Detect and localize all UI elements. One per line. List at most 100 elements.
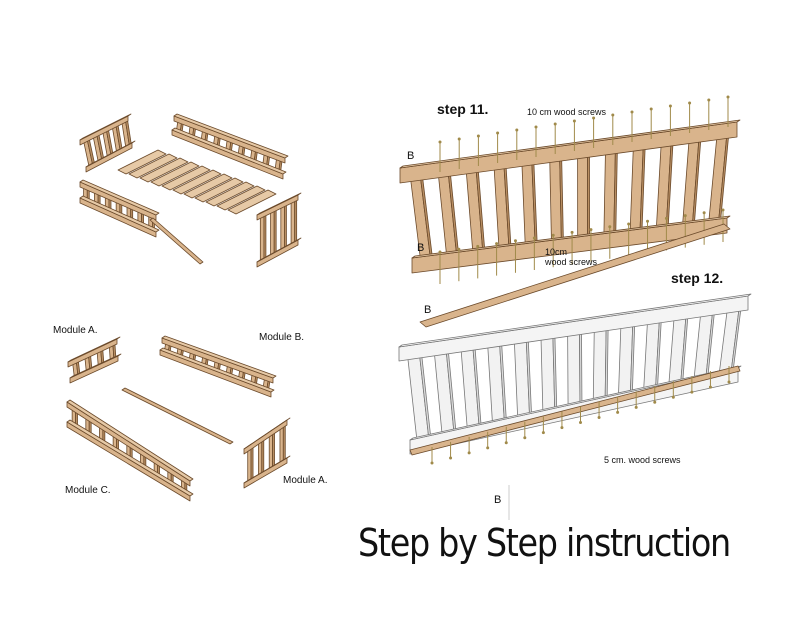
module-a-right-panel-top-rail-top bbox=[243, 417, 291, 450]
bed-base-slat bbox=[205, 181, 255, 207]
module-a-left-panel-top-rail-top bbox=[67, 336, 121, 363]
screw-head bbox=[608, 225, 612, 229]
module-a-right-panel-bottom-rail-top bbox=[243, 455, 291, 484]
bed-base-slat bbox=[139, 157, 189, 183]
top-left-front-right-panel-slat bbox=[290, 196, 296, 245]
screw-head bbox=[496, 131, 500, 135]
screw-head bbox=[541, 431, 545, 435]
top-left-front-right-panel-bottom-rail-top bbox=[256, 237, 302, 263]
screw-head bbox=[630, 110, 634, 114]
screw-head bbox=[653, 400, 657, 404]
screw-head bbox=[504, 441, 508, 445]
screw-head bbox=[553, 122, 557, 126]
top-left-front-right-panel-slat-side bbox=[263, 210, 267, 259]
screw-head bbox=[551, 233, 555, 237]
bed-base-slat bbox=[128, 153, 178, 179]
step12-railing-top-rail-top bbox=[398, 293, 752, 348]
screw-head bbox=[476, 134, 480, 138]
module-b-panel-top-rail-top bbox=[161, 335, 277, 379]
page-title: Step by Step instruction bbox=[358, 521, 731, 565]
bed-base-slat bbox=[194, 177, 244, 203]
step12-railing-bottom-rail-top bbox=[409, 365, 742, 441]
screw-head bbox=[634, 405, 638, 409]
step12-wood-board bbox=[409, 365, 741, 456]
screw-head bbox=[476, 244, 480, 248]
screw-head bbox=[513, 239, 517, 243]
screw-head bbox=[616, 410, 620, 414]
screw-head bbox=[671, 395, 675, 399]
screws-5cm-label: 5 cm. wood screws bbox=[604, 455, 681, 465]
module-a-left-panel-bottom-rail-top bbox=[69, 353, 122, 379]
screw-head bbox=[572, 119, 576, 123]
step11-railing-bottom-rail-top bbox=[411, 215, 731, 259]
screw-head bbox=[727, 380, 731, 384]
top-left-front-right-panel-slat-side bbox=[284, 200, 287, 248]
bed-base-slat bbox=[172, 169, 222, 195]
module-a-right-label: Module A. bbox=[283, 475, 328, 486]
screws-10cm-mid-line2: wood screws bbox=[545, 257, 598, 267]
top-left-back-left-panel-bottom-rail-top bbox=[85, 140, 136, 168]
module-c-panel-top-rail-top bbox=[66, 399, 194, 482]
screw-head bbox=[627, 222, 631, 226]
screw-head bbox=[570, 230, 574, 234]
bed-base-slat bbox=[150, 161, 200, 187]
step-12-label: step 12. bbox=[671, 270, 724, 286]
board-b-bottom-label: B bbox=[494, 494, 502, 506]
board-b-top-label: B bbox=[407, 150, 415, 162]
module-b-label: Module B. bbox=[259, 332, 305, 343]
screw-head bbox=[534, 125, 538, 129]
top-left-front-right-panel-slat bbox=[259, 211, 265, 261]
module-c-label: Module C. bbox=[65, 485, 111, 496]
screw-head bbox=[646, 219, 650, 223]
screw-head bbox=[430, 461, 434, 465]
screws-10cm-label: 10 cm wood screws bbox=[527, 107, 607, 117]
screw-head bbox=[649, 107, 653, 111]
top-left-front-right-panel-top-rail-top bbox=[256, 192, 302, 216]
screw-head bbox=[708, 385, 712, 389]
top-left-front-right-panel-slat-side bbox=[273, 205, 277, 254]
screw-head bbox=[664, 216, 668, 220]
screw-head bbox=[597, 415, 601, 419]
screw-head bbox=[589, 228, 593, 232]
bed-base-slat bbox=[117, 149, 167, 175]
screw-head bbox=[560, 426, 564, 430]
bed-base-slat bbox=[227, 189, 277, 215]
screw-head bbox=[668, 104, 672, 108]
top-left-front-right-panel-slat bbox=[270, 206, 275, 256]
screw-head bbox=[611, 113, 615, 117]
screw-head bbox=[707, 98, 711, 102]
top-left-front-right-panel-slat-side bbox=[294, 195, 298, 243]
module-c-panel-bottom-rail-top bbox=[66, 419, 194, 497]
module-center-beam bbox=[121, 387, 234, 445]
top-left-front-left-panel-bottom-rail-top bbox=[79, 195, 160, 233]
top-left-back-left-panel-top-rail-top bbox=[79, 113, 132, 141]
top-left-front-left-panel-top-rail-top bbox=[79, 179, 160, 216]
loose-board-b bbox=[419, 223, 731, 328]
bed-base-slat bbox=[183, 173, 233, 199]
board-b-label: B bbox=[424, 304, 432, 316]
screw-head bbox=[457, 247, 461, 251]
screw-head bbox=[495, 242, 499, 246]
screw-head bbox=[523, 436, 527, 440]
bed-base-slat bbox=[216, 185, 266, 211]
screw-head bbox=[721, 208, 725, 212]
module-a-left-label: Module A. bbox=[53, 325, 98, 336]
step-11-label: step 11. bbox=[437, 101, 489, 117]
screw-head bbox=[486, 446, 490, 450]
screw-head bbox=[467, 451, 471, 455]
screw-head bbox=[579, 421, 582, 424]
top-left-back-right-panel-bottom-rail-top bbox=[171, 127, 287, 175]
screw-head bbox=[726, 95, 730, 99]
screw-head bbox=[702, 211, 706, 215]
module-b-panel-bottom-rail-top bbox=[159, 347, 275, 393]
top-left-center-beam bbox=[149, 217, 204, 265]
screw-head bbox=[457, 137, 461, 141]
screw-head bbox=[690, 390, 694, 394]
screw-head bbox=[683, 214, 687, 218]
screw-head bbox=[515, 128, 519, 132]
screw-head bbox=[438, 250, 442, 254]
step11-railing-top-rail-top bbox=[399, 119, 741, 169]
screw-head bbox=[532, 236, 536, 240]
